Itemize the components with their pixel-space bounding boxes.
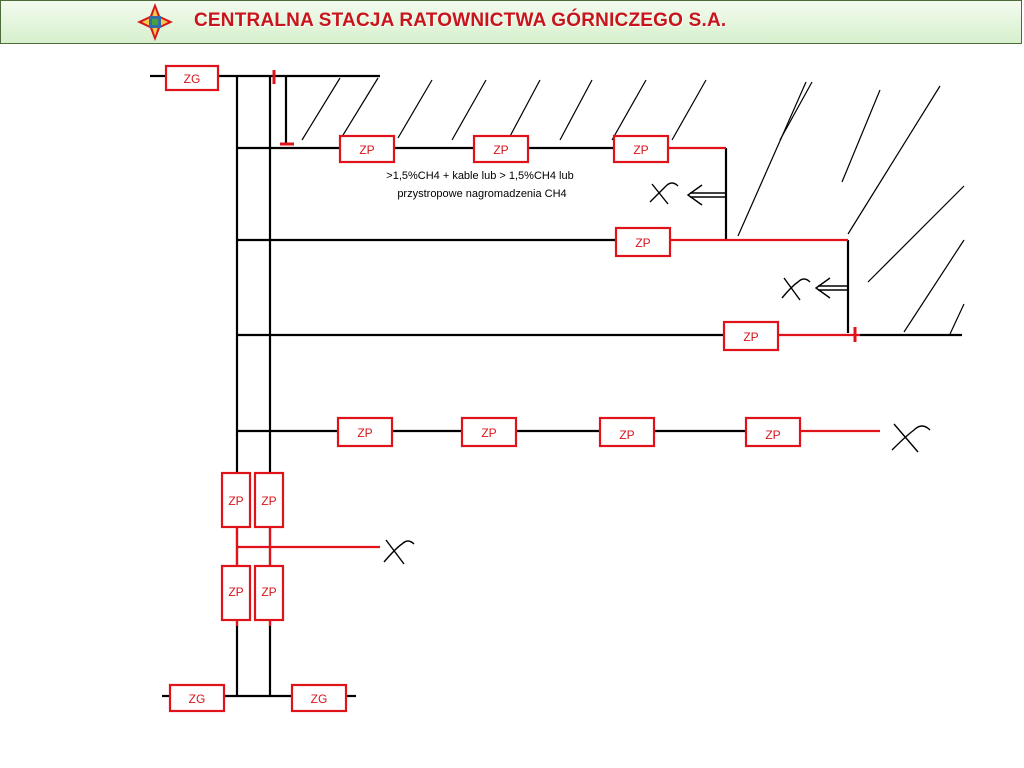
zp-label: ZP	[481, 426, 496, 440]
zg-box: ZG	[168, 683, 226, 713]
zp-label: ZP	[228, 494, 243, 508]
zp-label: ZP	[743, 330, 758, 344]
zp-box: ZP	[460, 416, 518, 448]
crossed-lines-icon	[891, 423, 931, 453]
methane-note-line2: przystropowe nagromadzenia CH4	[397, 188, 566, 200]
methane-note-line1: >1,5%CH4 + kable lub > 1,5%CH4 lub	[386, 170, 573, 182]
zp-box: ZP	[220, 564, 252, 622]
zp-label: ZP	[493, 143, 508, 157]
zg-label: ZG	[311, 692, 328, 706]
zg-box: ZG	[164, 64, 220, 92]
barrier-ticks	[272, 70, 857, 342]
zg-label: ZG	[189, 692, 206, 706]
roadway-lines	[150, 74, 962, 698]
zp-label: ZP	[357, 426, 372, 440]
zp-box: ZP	[472, 134, 530, 164]
crossed-lines-icon	[649, 182, 679, 205]
rock-hatching	[301, 77, 965, 335]
zp-label: ZP	[619, 428, 634, 442]
zp-box: ZP	[744, 416, 802, 448]
zp-box: ZP	[722, 320, 780, 352]
crossed-lines-icon	[383, 539, 415, 565]
header-bar: CENTRALNA STACJA RATOWNICTWA GÓRNICZEGO …	[0, 0, 1022, 44]
zp-label: ZP	[261, 494, 276, 508]
zp-box: ZP	[220, 471, 252, 529]
zp-box: ZP	[598, 416, 656, 448]
zp-label: ZP	[261, 585, 276, 599]
crossed-lines-icon	[781, 277, 811, 301]
barrier-lines	[235, 146, 880, 626]
zp-box: ZP	[253, 564, 285, 622]
zp-label: ZP	[635, 236, 650, 250]
zg-label: ZG	[184, 72, 201, 86]
zp-box: ZP	[338, 134, 396, 164]
arrow-left-icon	[686, 184, 726, 206]
page-title: CENTRALNA STACJA RATOWNICTWA GÓRNICZEGO …	[194, 10, 727, 31]
zp-label: ZP	[633, 143, 648, 157]
zp-box: ZP	[253, 471, 285, 529]
zp-box: ZP	[336, 416, 394, 448]
zp-box: ZP	[612, 134, 670, 164]
zp-box: ZP	[614, 226, 672, 258]
mine-rescue-cross-logo	[137, 3, 173, 41]
zp-label: ZP	[228, 585, 243, 599]
zg-box: ZG	[290, 683, 348, 713]
zp-label: ZP	[359, 143, 374, 157]
arrow-left-icon	[814, 277, 848, 299]
zp-label: ZP	[765, 428, 780, 442]
